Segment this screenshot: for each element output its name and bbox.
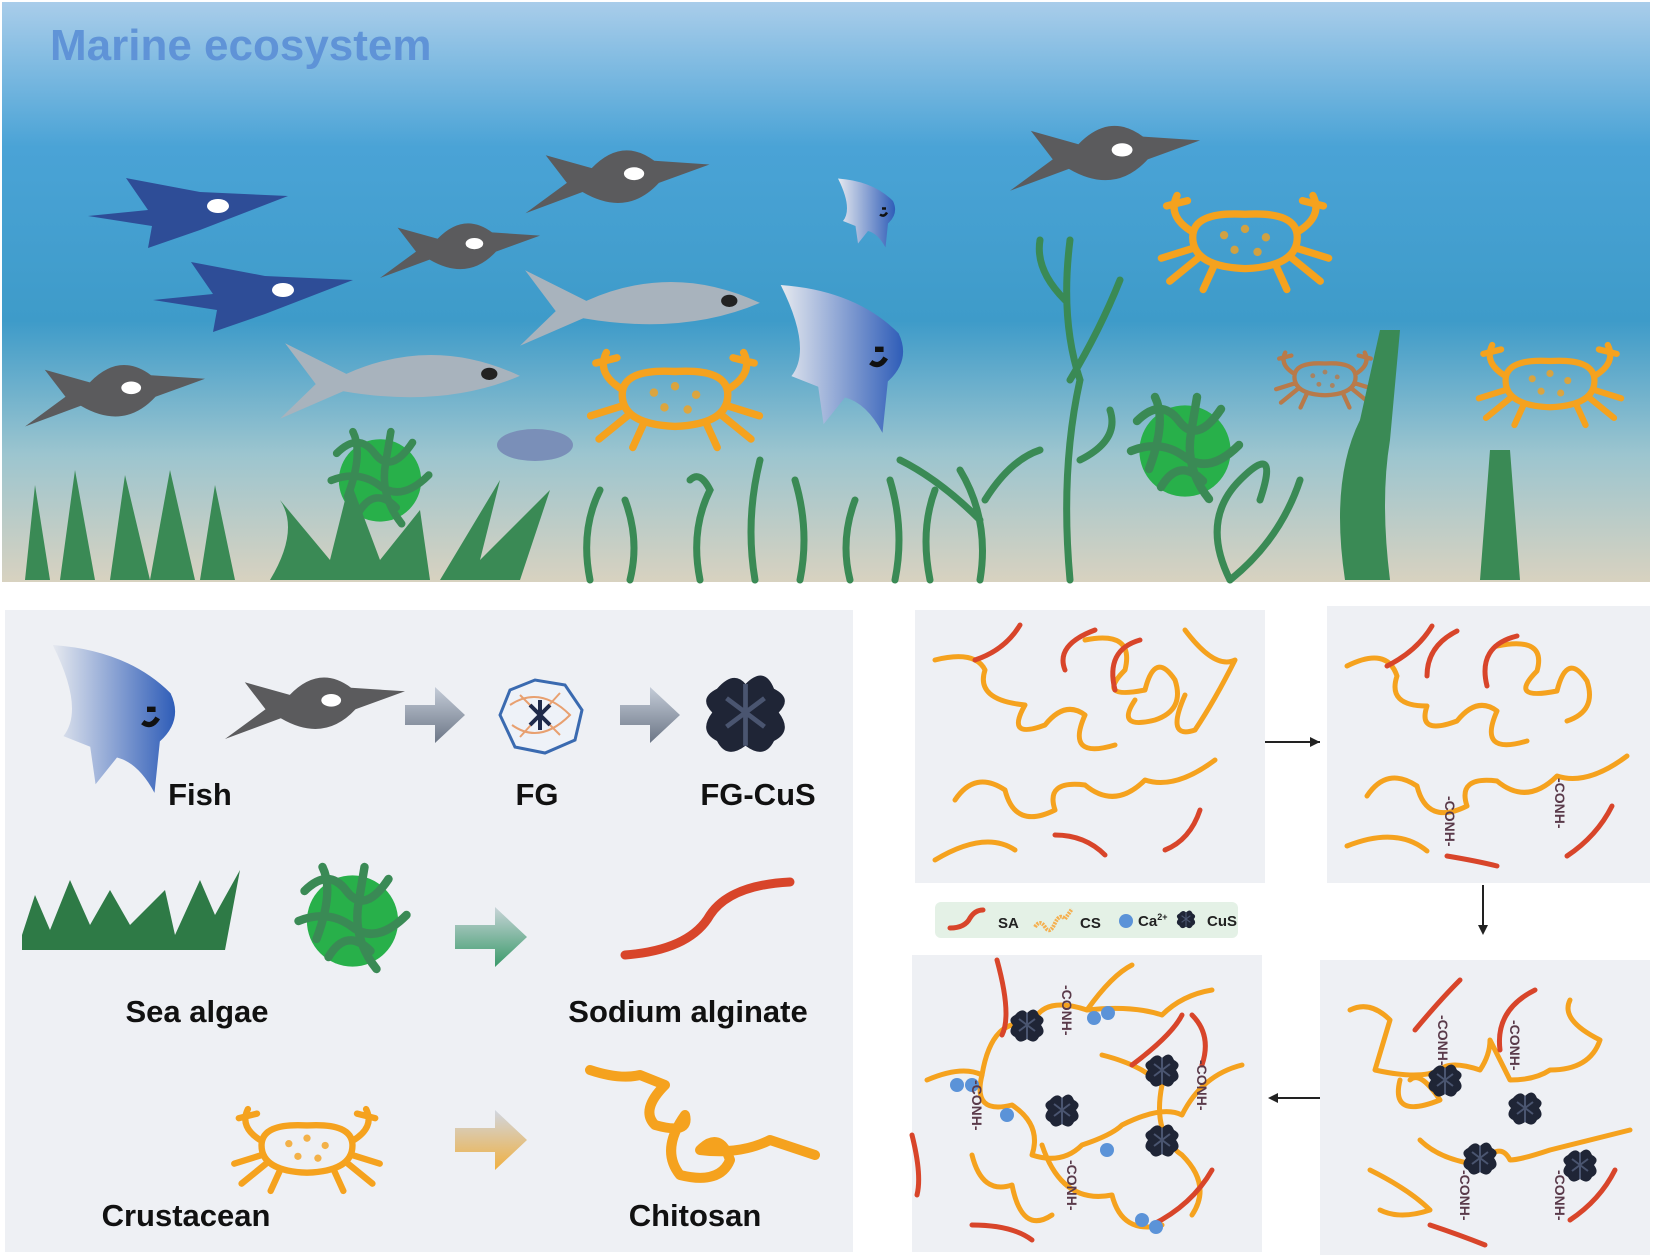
amide-bond-label: -CONH- (1457, 1170, 1473, 1221)
arrow-icon (455, 907, 527, 967)
amide-bond-label: -CONH- (1194, 1060, 1210, 1111)
legend-cus-label: CuS (1207, 913, 1237, 930)
legend-sa-swatch (947, 907, 986, 931)
fish-gelatin-icon (498, 678, 584, 755)
legend-cs-swatch (1033, 907, 1074, 933)
legend: SA CS Ca2+ CuS (935, 902, 1238, 938)
chitosan-label: Chitosan (629, 1198, 762, 1233)
amide-bond-label: -CONH- (1552, 778, 1568, 829)
marine-scene: Marine ecosystem (2, 2, 1650, 584)
chitosan-chain-icon (585, 1065, 820, 1183)
arrow-icon (405, 687, 465, 743)
amide-bond-label: -CONH- (1064, 1160, 1080, 1211)
panel-cus-loading: -CONH- -CONH- -CONH- -CONH- (1320, 960, 1650, 1255)
legend-calcium-label: Ca2+ (1138, 912, 1167, 930)
legend-cs-label: CS (1080, 915, 1101, 932)
arrow-icon (620, 687, 680, 743)
panel-mixture (915, 610, 1265, 883)
small-fish-icon (497, 429, 573, 461)
sea-algae-icon (22, 870, 240, 950)
fish-label: Fish (168, 777, 232, 812)
amide-bond-label: -CONH- (1507, 1020, 1523, 1071)
scene-title: Marine ecosystem (50, 21, 432, 70)
amide-bond-label: -CONH- (1442, 796, 1458, 847)
sources-panel: Fish FG FG-CuS Sea algae Sodium alginate… (5, 610, 853, 1252)
seaweed (25, 330, 1520, 580)
amide-bond-label: -CONH- (1435, 1015, 1451, 1066)
legend-calcium-swatch (1119, 914, 1133, 928)
arrow-icon (455, 1110, 527, 1170)
legend-sa-label: SA (998, 915, 1019, 932)
sodium-alginate-chain-icon (620, 877, 795, 960)
amide-bond-label: -CONH- (1552, 1170, 1568, 1221)
fg-cus-label: FG-CuS (700, 777, 815, 812)
calcium-ions (950, 1006, 1163, 1234)
sodium-alginate-label: Sodium alginate (568, 994, 807, 1029)
sea-algae-label: Sea algae (125, 994, 268, 1029)
crustacean-label: Crustacean (102, 1198, 271, 1233)
panel-amide-bonding: -CONH- -CONH- (1327, 606, 1650, 883)
panel-crosslinked-network: -CONH- -CONH- -CONH- -CONH- (909, 955, 1262, 1252)
amide-bond-label: -CONH- (1059, 985, 1075, 1036)
fg-label: FG (515, 777, 558, 812)
amide-bond-label: -CONH- (969, 1080, 985, 1131)
